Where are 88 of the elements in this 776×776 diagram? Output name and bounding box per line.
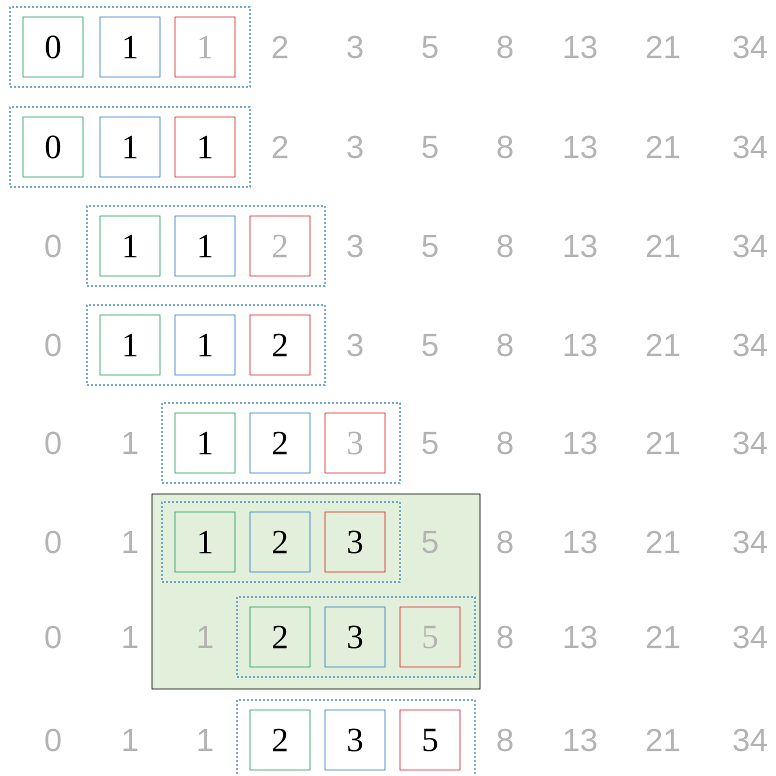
sequence-number: 8	[498, 234, 513, 258]
number-box: 2	[250, 314, 310, 376]
sequence-number: 5	[422, 136, 438, 158]
sequence-number: 13	[564, 626, 596, 648]
number-box: 1	[100, 116, 160, 178]
sequence-number: 34	[733, 234, 767, 258]
sequence-number: 8	[498, 36, 513, 58]
dashed-window	[161, 501, 401, 583]
sequence-number: 21	[646, 234, 680, 258]
sequence-number: 1	[124, 432, 138, 454]
sequence-number: 13	[564, 36, 596, 58]
sequence-number: 5	[422, 530, 438, 554]
sequence-number: 34	[733, 530, 767, 554]
number-box: 1	[174, 512, 236, 572]
sequence-number: 0	[45, 626, 61, 648]
sequence-number: 8	[498, 728, 513, 752]
sequence-number: 34	[733, 626, 767, 648]
number-box: 5	[400, 606, 460, 668]
sequence-number: 1	[124, 729, 138, 752]
sequence-number: 1	[124, 531, 138, 554]
sequence-number: 21	[646, 136, 680, 158]
sequence-number: 5	[422, 334, 438, 356]
sequence-number: 0	[45, 334, 61, 356]
number-box: 2	[250, 412, 310, 474]
sequence-number: 21	[646, 728, 680, 752]
sequence-number: 21	[646, 36, 680, 58]
dashed-window	[9, 106, 251, 188]
number-box: 1	[100, 16, 160, 78]
sequence-number: 8	[498, 136, 513, 158]
number-box: 2	[250, 512, 310, 572]
number-box: 3	[324, 606, 386, 668]
number-box: 1	[174, 314, 236, 376]
sequence-number: 0	[45, 728, 61, 752]
sequence-number: 21	[646, 530, 680, 554]
dashed-window	[236, 699, 476, 776]
sequence-number: 34	[733, 728, 767, 752]
sequence-number: 0	[45, 234, 61, 258]
sequence-number: 34	[733, 334, 767, 356]
sequence-number: 0	[45, 432, 61, 454]
number-box: 1	[100, 314, 160, 376]
sequence-number: 13	[564, 334, 596, 356]
sequence-number: 8	[498, 334, 513, 356]
number-box: 3	[324, 412, 386, 474]
sequence-number: 3	[347, 234, 362, 258]
sequence-number: 2	[272, 36, 288, 58]
sequence-number: 5	[422, 432, 438, 454]
sequence-number: 34	[733, 432, 767, 454]
sequence-number: 1	[198, 729, 212, 752]
sequence-number: 5	[422, 36, 438, 58]
sequence-number: 1	[198, 626, 212, 648]
sequence-number: 21	[646, 432, 680, 454]
dashed-window	[9, 6, 251, 88]
sequence-number: 13	[564, 136, 596, 158]
number-box: 3	[324, 512, 386, 572]
sequence-number: 8	[498, 432, 513, 454]
number-box: 2	[250, 710, 310, 770]
sequence-number: 3	[347, 136, 362, 158]
number-box: 1	[174, 412, 236, 474]
number-box: 3	[324, 710, 386, 770]
sequence-number: 13	[564, 234, 596, 258]
sequence-number: 21	[646, 626, 680, 648]
sequence-number: 13	[564, 530, 596, 554]
sequence-number: 34	[733, 36, 767, 58]
dashed-window	[161, 402, 401, 484]
sequence-number: 3	[347, 36, 362, 58]
sequence-number: 5	[422, 234, 438, 258]
sequence-number: 8	[498, 530, 513, 554]
number-box: 1	[174, 116, 236, 178]
number-box: 0	[22, 16, 84, 78]
sequence-number: 1	[124, 626, 138, 648]
number-box: 5	[400, 710, 460, 770]
number-box: 1	[174, 216, 236, 276]
number-box: 0	[22, 116, 84, 178]
number-box: 2	[250, 606, 310, 668]
sequence-number: 2	[272, 136, 288, 158]
sequence-number: 8	[498, 626, 513, 648]
sequence-number: 3	[347, 334, 362, 356]
sequence-number: 21	[646, 334, 680, 356]
number-box: 1	[100, 216, 160, 276]
sequence-number: 0	[45, 530, 61, 554]
number-box: 2	[250, 216, 310, 276]
number-box: 1	[174, 16, 236, 78]
sequence-number: 34	[733, 136, 767, 158]
dashed-window	[86, 205, 326, 287]
sequence-number: 13	[564, 728, 596, 752]
dashed-window	[86, 304, 326, 386]
sequence-number: 13	[564, 432, 596, 454]
dashed-window	[236, 596, 476, 678]
